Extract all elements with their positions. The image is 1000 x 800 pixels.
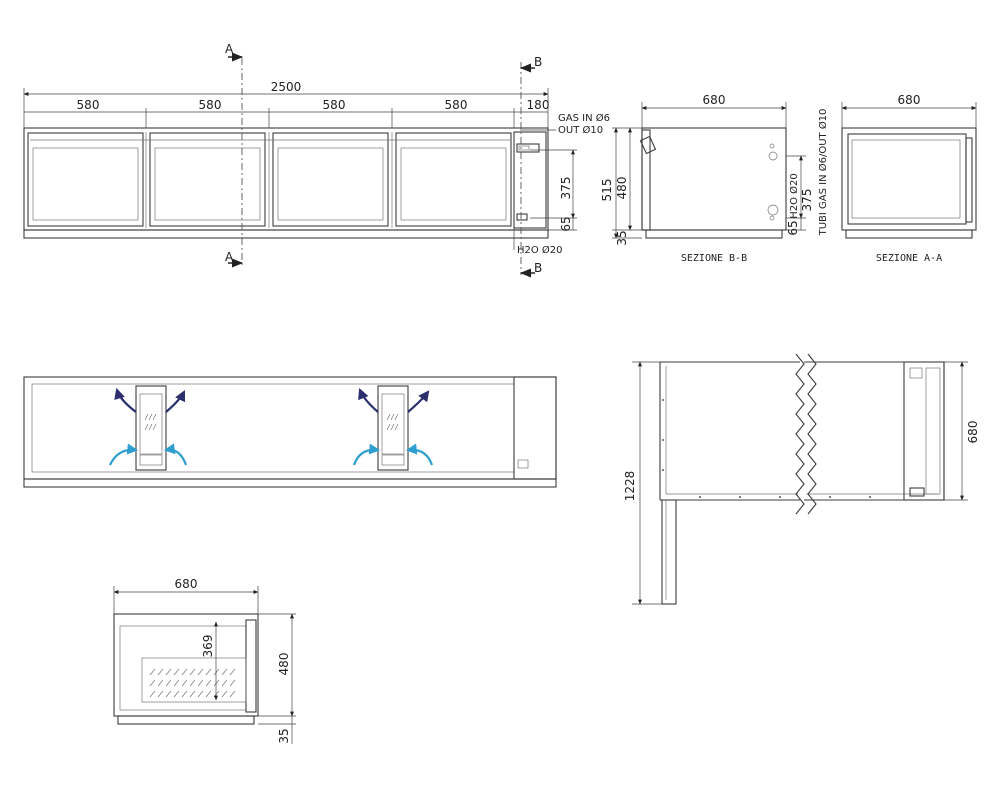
h2o-callout: H2O Ø20	[513, 222, 563, 256]
h2o-label: H2O Ø20	[517, 244, 563, 256]
bb-height-480: 480	[615, 177, 629, 200]
aa-caption: SEZIONE A-A	[876, 253, 942, 264]
bb-height-35: 35	[615, 230, 629, 245]
bb-height-515: 515	[600, 179, 614, 202]
top-plan-view	[23, 376, 557, 488]
side-width: 680	[175, 577, 198, 591]
door-panels	[27, 132, 512, 228]
dim-module-5: 180	[527, 98, 550, 112]
side-height-35: 35	[277, 728, 291, 743]
side-view-bottom: 680 369 480 35	[113, 577, 296, 744]
side-plan-view: 1228 680	[623, 353, 980, 605]
section-aa-view: 680 SEZIONE A-A	[841, 93, 977, 264]
section-line-a: A A	[225, 42, 244, 268]
side-height-369: 369	[201, 635, 215, 658]
section-a-top-label: A	[225, 42, 234, 56]
bb-tubes-label: TUBI GAS IN Ø6/OUT Ø10	[817, 109, 829, 237]
bb-width: 680	[703, 93, 726, 107]
section-b-bottom-label: B	[534, 261, 542, 275]
side-height-480: 480	[277, 653, 291, 676]
dimension-modules: 580 580 580 580 180	[24, 98, 549, 128]
section-bb-view: 680 515 480 35 375 65 H2O Ø	[600, 93, 829, 264]
dim-total-width: 2500	[271, 80, 302, 94]
dim-module-2: 580	[199, 98, 222, 112]
cabinet-outline	[23, 127, 549, 231]
bb-right-dims: 375 65 H2O Ø20 TUBI GAS IN Ø6/OUT Ø10	[786, 109, 829, 237]
bb-height-65: 65	[786, 220, 800, 235]
dim-height-375: 375	[559, 177, 573, 200]
section-b-top-label: B	[534, 55, 542, 69]
section-a-bottom-label: A	[225, 250, 234, 264]
aa-width: 680	[898, 93, 921, 107]
bb-height-375: 375	[800, 189, 814, 212]
bb-left-dims: 515 480 35	[600, 127, 642, 246]
plan-depth-680: 680	[966, 421, 980, 444]
section-line-b: B B	[519, 55, 542, 278]
front-view: 2500 580 580 580 580 180	[23, 42, 610, 278]
airflow-arrows-right	[352, 387, 434, 466]
bb-caption: SEZIONE B-B	[681, 253, 747, 264]
evaporator-unit-left	[135, 385, 167, 471]
evaporator-unit-right	[377, 385, 409, 471]
cabinet-base	[23, 229, 549, 239]
airflow-arrows-left	[109, 387, 188, 466]
dimension-heights-front: 375 65	[530, 149, 577, 232]
bb-h2o-label: H2O Ø20	[788, 173, 800, 219]
machine-compartment	[513, 131, 547, 229]
dim-module-3: 580	[323, 98, 346, 112]
gas-callout: GAS IN Ø6 OUT Ø10	[520, 112, 610, 136]
dim-height-65: 65	[559, 216, 573, 231]
dim-module-4: 580	[445, 98, 468, 112]
dim-module-1: 580	[77, 98, 100, 112]
gas-out-label: OUT Ø10	[558, 124, 603, 136]
dimension-2500: 2500	[23, 80, 549, 128]
gas-in-label: GAS IN Ø6	[558, 112, 610, 124]
plan-depth-1228: 1228	[623, 471, 637, 502]
